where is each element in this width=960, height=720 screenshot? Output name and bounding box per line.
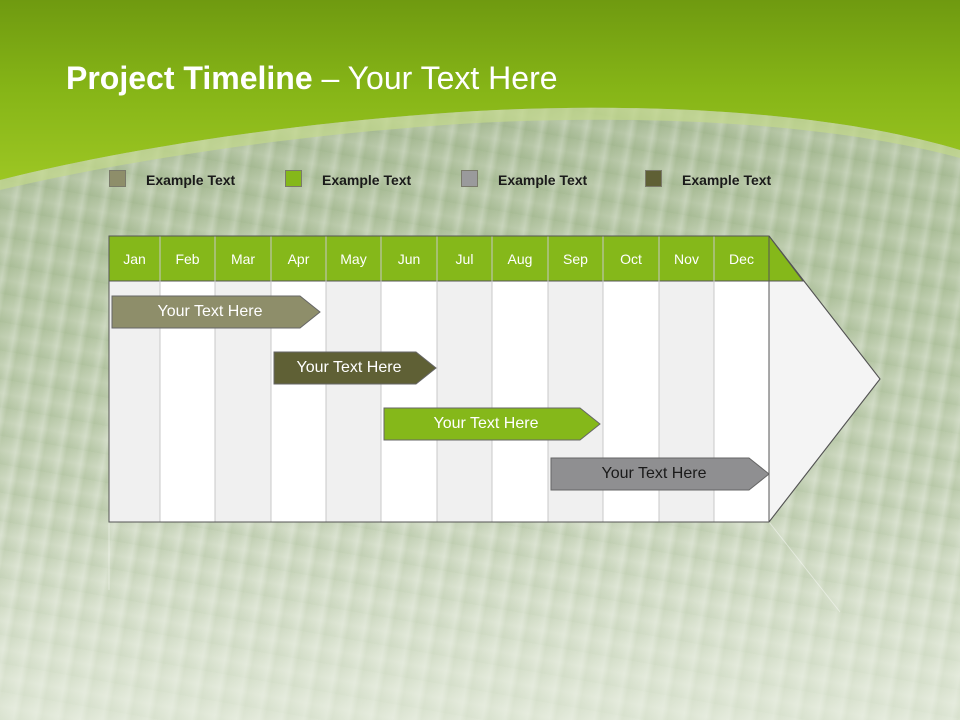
legend-swatch [461, 170, 478, 187]
page-title: Project Timeline – Your Text Here [66, 60, 558, 97]
title-bold: Project Timeline [66, 60, 313, 96]
header-banner [0, 0, 960, 190]
legend-swatch [645, 170, 662, 187]
legend-label: Example Text [146, 172, 236, 188]
title-rest: – Your Text Here [312, 60, 558, 96]
legend-label: Example Text [322, 172, 412, 188]
month-label: Oct [620, 251, 642, 267]
task-arrow [550, 457, 770, 491]
month-label: Jul [455, 251, 474, 267]
month-column [492, 281, 548, 522]
month-label: Dec [729, 251, 754, 267]
month-label: Nov [674, 251, 699, 267]
month-label: Mar [230, 251, 256, 267]
timeline-reflection [109, 521, 841, 613]
legend-label: Example Text [498, 172, 588, 188]
month-column [326, 281, 381, 522]
task-label: Your Text Here [296, 359, 402, 376]
background-fade [0, 500, 960, 720]
month-column [437, 281, 492, 522]
task-label: Your Text Here [433, 415, 539, 432]
month-label: Apr [287, 251, 310, 267]
task-label: Your Text Here [601, 465, 707, 482]
legend-swatch [285, 170, 302, 187]
task-arrow [111, 295, 321, 329]
month-label: Jun [397, 251, 421, 267]
task-arrow [273, 351, 437, 385]
month-label: Sep [563, 251, 588, 267]
task-arrow [383, 407, 601, 441]
month-column [381, 281, 437, 522]
legend-swatch [109, 170, 126, 187]
month-label: Jan [123, 251, 146, 267]
task-label: Your Text Here [157, 303, 263, 320]
timeline-outline [108, 235, 881, 523]
month-label: Aug [507, 251, 533, 267]
legend-label: Example Text [682, 172, 772, 188]
month-label: Feb [175, 251, 200, 267]
month-label: May [340, 251, 367, 267]
